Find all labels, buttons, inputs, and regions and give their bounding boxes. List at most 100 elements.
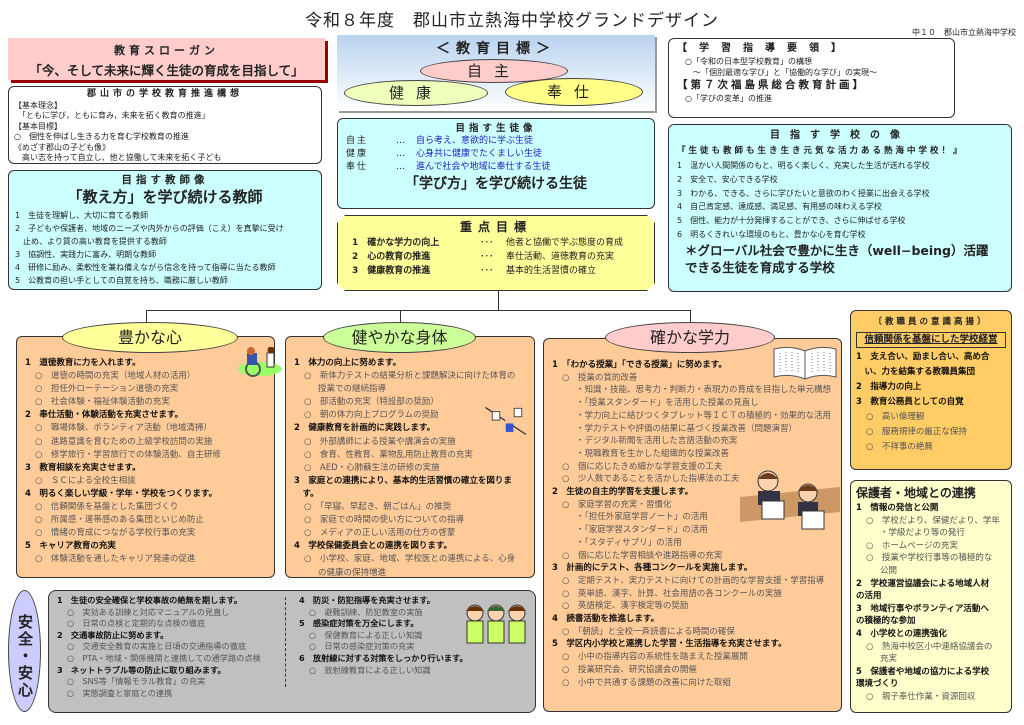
- circle-item: ○ 修学旅行・学習旅行での体験活動、自主研修: [35, 449, 221, 460]
- guideline-heading: 【学習指導要領】: [677, 43, 853, 54]
- row-value: 進んで社会や地域に奉仕する生徒: [416, 162, 551, 172]
- school-ideal-item: 3 わかる、できる、さらに学びたいと意欲のわく授業に出会える学校: [677, 188, 930, 198]
- circle-item: ○ ＳＣによる全校生相談: [35, 475, 136, 486]
- bullet-item: ・「担任外家庭学習ノート」の活用: [576, 512, 708, 523]
- circle-item: ○ 日常の点検と定期的な点検の徹底: [67, 618, 206, 629]
- section-heading: 4 明るく楽しい学級・学年・学校をつくります。: [25, 488, 218, 499]
- teacher-item: 5 公教育の担い手としての自覚を持ち、職務に厳しい教師: [15, 276, 228, 285]
- section-heading: 3 ネットトラブル等の防止に取り組みます。: [57, 664, 226, 675]
- staff-awareness-box: 〔教職員の意識高揚〕 信頼関係を基盤にした学校経営 1 支え合い、励まし合い、高…: [850, 310, 1012, 470]
- fukushima-plan-heading: 【第７次福島県総合教育計画】: [677, 79, 866, 91]
- student-ideal-box: 目指す生徒像 自主…自ら考え、意欲的に学ぶ生徒健康…心身共に健康でたくましい生徒…: [337, 118, 655, 209]
- row-key: 健康: [346, 149, 369, 159]
- school-ideal-slogan: 『生徒も教師も生き生き元気な活力ある熱海中学校！』: [677, 146, 965, 156]
- section-heading: の活用: [856, 591, 882, 602]
- item-continuation: 授業での継続指導: [318, 384, 387, 395]
- education-slogan-box: 教育スローガン 「今、そして未来に輝く生徒の育成を目指して」: [8, 38, 325, 80]
- circle-item: ○ 朝の体力向上プログラムの奨励: [304, 410, 439, 421]
- student-heading: 目指す生徒像: [455, 123, 537, 134]
- goal-row: 奉仕…進んで社会や地域に奉仕する生徒: [346, 161, 646, 174]
- circle-item: ○ 部活動の充実（特設部の奨励）: [304, 397, 439, 408]
- education-goal-box: ＜教育目標＞ 自主 健康 奉仕: [337, 35, 655, 111]
- row-value: 自ら考え、意欲的に学ぶ生徒: [416, 136, 534, 146]
- circle-item: ○ 食育、性教育、薬物乱用防止教育の充実: [304, 449, 473, 460]
- bullet-item: ・「家庭学習スタンダード」の活用: [576, 525, 708, 536]
- student-main: 「学び方」を学び続ける生徒: [405, 176, 587, 192]
- goal-jishu: 自主: [420, 59, 568, 83]
- solid-academic-label: 確かな学力: [605, 322, 775, 353]
- goal-row: 1 確かな学力の向上･･･他者と協働で学ぶ態度の育成: [352, 236, 640, 250]
- bullet-item: ・知識・技能、思考力・判断力・表現力の育成を目指した単元構想: [576, 385, 832, 396]
- row-value: 奉仕活動、道徳教育の充実: [506, 252, 615, 262]
- staff-heading: 〔教職員の意識高揚〕: [873, 317, 989, 327]
- row-value: 心身共に健康でたくましい生徒: [416, 149, 543, 159]
- city-plan-line: 高い志を持って自立し、他と協働して未来を拓く子ども: [14, 153, 222, 162]
- circle-item: ○ 放射線教育による正しい知識: [309, 664, 431, 675]
- circle-item: ○ 学校だより、保健だより、学年: [866, 515, 1000, 526]
- teacher-item: 止め、より質の高い教育を提供する教師: [15, 237, 167, 246]
- divider: [285, 597, 286, 687]
- circle-item: ○ 交通安全教育の実施と日頃の交通指導の徹底: [67, 641, 247, 652]
- section-heading: 1 体力の向上に努めます。: [294, 358, 402, 368]
- circle-item: ○ 服務規律の厳正な保持: [866, 427, 967, 437]
- circle-item: ○ 保健教育による正しい知識: [309, 629, 423, 640]
- row-key: 奉仕: [346, 162, 369, 172]
- section-heading: 2 学校運営協議会による地域人材: [856, 578, 990, 589]
- section-heading: す。: [294, 488, 319, 499]
- curriculum-guideline-box: 【学習指導要領】 ○「令和の日本型学校教育」の構想 ～「個別最適な学び」と「協働…: [668, 38, 955, 118]
- teacher-heading: 目指す教師像: [121, 174, 209, 186]
- connector-line: [146, 310, 147, 323]
- teacher-item: 4 研修に励み、柔軟性を兼ね備えながら信念を持って指導に当たる教師: [15, 263, 276, 272]
- circle-item: ○ ホームページの充実: [866, 540, 958, 551]
- school-ideal-item: 6 明るくきれいな環境のもと、豊かな心を育む学校: [677, 229, 866, 239]
- circle-item: ○ 社会体験・福祉体験活動の充実: [35, 397, 170, 408]
- circle-item: ○ SNS等「情報モラル教育」の充実: [67, 676, 206, 687]
- circle-item: ○ 英語検定、漢字検定等の奨励: [562, 601, 689, 612]
- row-dots: ･･･: [480, 252, 494, 262]
- circle-item: ○ 小学校、家庭、地域、学校医との連携による、心身: [304, 554, 516, 565]
- circle-item: ○ 「朝読」と全校一斉読書による時間の確保: [562, 626, 735, 637]
- circle-item: ○ 信頼関係を基盤とした集団づくり: [35, 502, 179, 513]
- healthy-body-box: 1 体力の向上に努めます。○ 新体力テストの結果分析と課題解決に向けた体育の授業…: [285, 336, 535, 578]
- section-heading: 5 感染症対策を万全にします。: [299, 618, 419, 629]
- three-students-illustration: [466, 604, 526, 644]
- focus-heading: 重点目標: [459, 220, 532, 234]
- goal-row: 3 健康教育の推進･･･基本的生活習慣の確立: [352, 264, 640, 278]
- slogan-heading: 教育スローガン: [114, 44, 219, 57]
- goal-kenko: 健康: [344, 80, 488, 106]
- circle-item: ○ 実態調査と家庭との連携: [67, 687, 173, 698]
- circle-item: ○ 小中の指導内容の系統性を踏まえた授業展開: [562, 652, 748, 663]
- row-dots: …: [396, 149, 405, 159]
- open-book-illustration: [773, 346, 837, 380]
- community-partnership-box: 保護者・地域との連携 1 情報の発信と公開○ 学校だより、保健だより、学年・学級…: [850, 480, 1012, 713]
- circle-item: ○ 職場体験、ボランティア活動（地域清掃）: [35, 423, 212, 434]
- section-heading: 3 家庭との連携により、基本的生活習慣の確立を図りま: [294, 475, 512, 486]
- connector-line: [498, 291, 499, 310]
- section-heading: 3 計画的にテスト、各種コンクールを実施します。: [552, 563, 753, 574]
- row-key: 1 確かな学力の向上: [352, 238, 440, 248]
- circle-item: ○ 情緒の育成につながる学校行事の充実: [35, 528, 196, 539]
- section-heading: の積極的な参加: [856, 616, 916, 627]
- circle-item: ○ 少人数であることを活かした指導法の工夫: [562, 474, 740, 485]
- row-value: 基本的生活習慣の確立: [506, 266, 597, 276]
- school-ideal-item: 4 自己肯定感、達成感、満足感、有用感の味わえる学校: [677, 202, 882, 212]
- section-heading: 2 生徒の自主的学習を支援します。: [552, 487, 694, 498]
- circle-item: ○ 個に応じたきめ細かな学習支援の工夫: [562, 461, 723, 472]
- row-value: 他者と協働で学ぶ態度の育成: [506, 238, 624, 248]
- guideline-line: ○「令和の日本型学校教育」の構想: [685, 57, 812, 66]
- school-ideal-heading: 目指す学校の像: [770, 130, 910, 141]
- section-heading: 4 小学校との連携強化: [856, 628, 947, 639]
- section-heading: 2 健康教育を計画的に実践します。: [294, 423, 436, 434]
- item-continuation: ・学級だより等の発行: [880, 528, 965, 539]
- circle-item: ○ 授業研究会、研究協議会の開催: [562, 664, 697, 675]
- section-heading: 5 保護者や地域の協力による学校: [856, 666, 990, 677]
- section-heading: 1 支え合い、励まし合い、高め合: [856, 352, 990, 362]
- section-heading: 6 放射線に対する対策をしっかり行います。: [299, 652, 468, 663]
- runners-illustration: [485, 399, 527, 435]
- circle-item: ○ 避難訓練、防犯教室の実施: [309, 606, 423, 617]
- section-heading: 1 情報の発信と公開: [856, 503, 939, 513]
- goal-row: 健康 … 心身共に健康でたくましい生徒: [346, 148, 646, 161]
- item-continuation: 充実: [880, 654, 898, 665]
